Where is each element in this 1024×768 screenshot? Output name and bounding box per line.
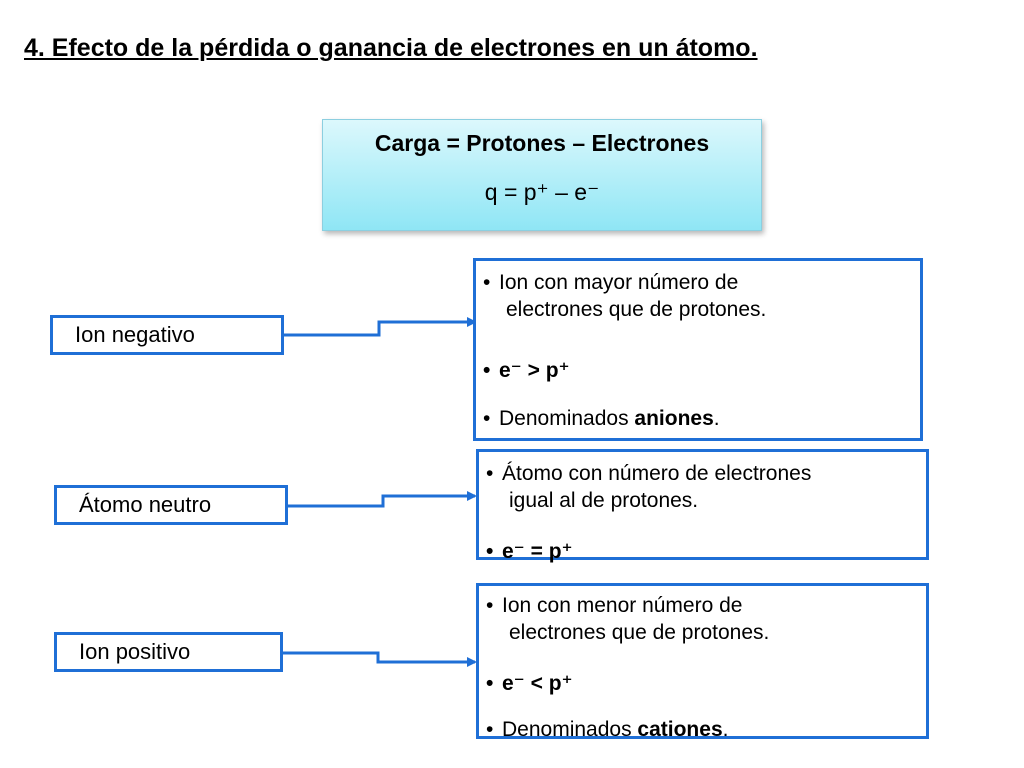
panel-item: •Ion con mayor número de electrones que … bbox=[483, 271, 767, 321]
panel-atomo-neutro: •Átomo con número de electrones igual al… bbox=[476, 449, 929, 563]
panel-item: •e⁻ < p⁺ bbox=[486, 672, 573, 695]
panel-item: •Denominados aniones. bbox=[483, 407, 720, 430]
formula-words: Carga = Protones – Electrones bbox=[374, 130, 710, 156]
panel-ion-negativo: •Ion con mayor número de electrones que … bbox=[473, 258, 923, 441]
arrow-neutral bbox=[288, 491, 477, 508]
arrow-positive bbox=[282, 651, 477, 667]
panel-ion-positivo: •Ion con menor número de electrones que … bbox=[476, 583, 929, 741]
panel-item: •Denominados cationes. bbox=[486, 718, 729, 741]
panel-item: •e⁻ > p⁺ bbox=[483, 359, 570, 382]
panel-item: •e⁻ = p⁺ bbox=[486, 540, 573, 563]
panel-item: •Ion con menor número de electrones que … bbox=[486, 594, 770, 644]
slide-title: 4. Efecto de la pérdida o ganancia de el… bbox=[24, 34, 758, 62]
formula-symbols: q = p⁺ – e⁻ bbox=[484, 179, 600, 205]
label-atomo-neutro: Átomo neutro bbox=[54, 485, 288, 525]
panel-item: •Átomo con número de electrones igual al… bbox=[486, 462, 812, 512]
label-ion-positivo: Ion positivo bbox=[54, 632, 283, 672]
arrow-negative bbox=[283, 317, 477, 337]
label-ion-negativo: Ion negativo bbox=[50, 315, 284, 355]
charge-formula-box: Carga = Protones – Electrones q = p⁺ – e… bbox=[322, 119, 762, 231]
